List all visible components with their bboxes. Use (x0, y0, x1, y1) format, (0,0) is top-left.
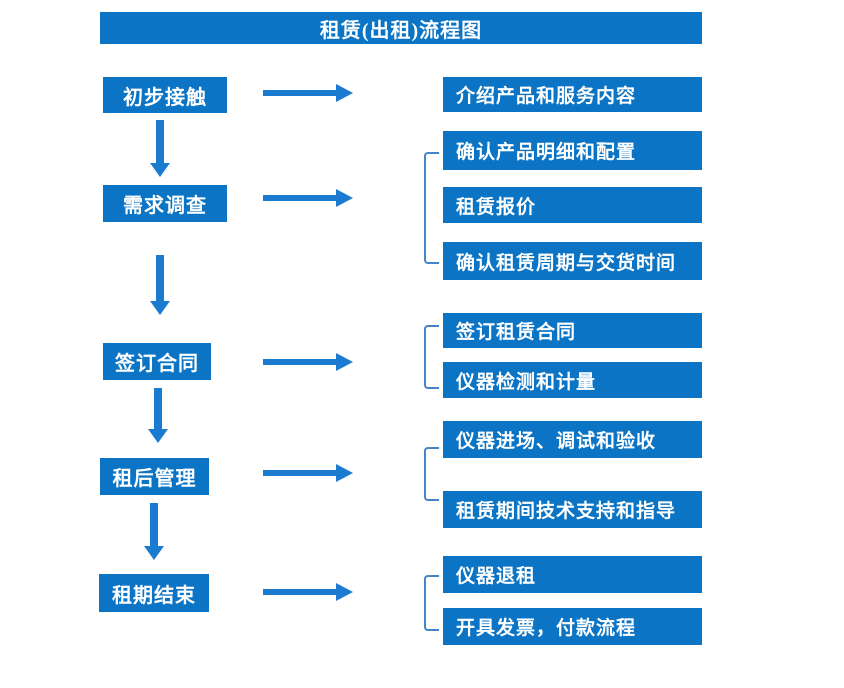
down-arrow-icon (154, 388, 162, 429)
output-box-invoice-payment: 开具发票，付款流程 (443, 608, 702, 645)
group-bracket (424, 575, 439, 631)
output-box-confirm-rental-period: 确认租赁周期与交货时间 (443, 242, 702, 280)
right-arrow-icon (263, 359, 336, 365)
output-box-confirm-product-details: 确认产品明细和配置 (443, 131, 702, 170)
group-bracket (424, 152, 439, 264)
down-arrow-icon (156, 120, 164, 163)
right-arrow-icon (263, 470, 336, 476)
output-box-sign-rental-contract: 签订租赁合同 (443, 313, 702, 348)
page-title: 租赁(出租)流程图 (100, 12, 702, 44)
output-box-rental-quotation: 租赁报价 (443, 187, 702, 223)
step-box-rental-end: 租期结束 (99, 574, 209, 612)
group-bracket (424, 447, 439, 501)
group-bracket (424, 325, 439, 389)
output-box-introduce-products: 介绍产品和服务内容 (443, 77, 702, 112)
right-arrow-icon (263, 90, 336, 96)
down-arrow-icon (156, 255, 164, 301)
step-box-post-rental-management: 租后管理 (100, 458, 209, 495)
step-box-sign-contract: 签订合同 (103, 343, 211, 380)
step-box-demand-survey: 需求调查 (103, 185, 227, 222)
right-arrow-icon (263, 589, 336, 595)
output-box-instrument-testing: 仪器检测和计量 (443, 362, 702, 398)
output-box-instrument-return: 仪器退租 (443, 556, 702, 593)
down-arrow-icon (150, 503, 158, 546)
output-box-instrument-setup: 仪器进场、调试和验收 (443, 421, 702, 458)
output-box-technical-support: 租赁期间技术支持和指导 (443, 491, 702, 528)
step-box-initial-contact: 初步接触 (103, 77, 227, 113)
right-arrow-icon (263, 195, 336, 201)
